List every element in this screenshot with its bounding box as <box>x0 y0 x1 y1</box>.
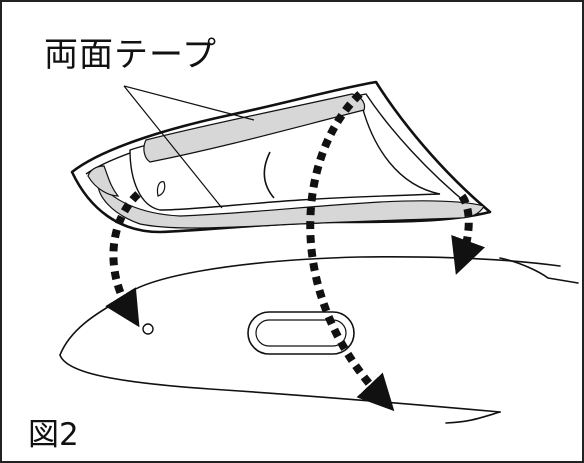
clip-detail <box>156 181 166 197</box>
arrow-right <box>451 193 486 275</box>
tape-strip-upper <box>143 93 366 163</box>
curve-detail <box>263 151 275 199</box>
placement-arrows <box>105 91 486 412</box>
arrow-left <box>105 191 141 328</box>
double-sided-tape <box>87 93 485 229</box>
tape-strip-lower <box>97 178 485 229</box>
door-handle <box>247 311 355 355</box>
tape-label: 両面テープ <box>44 35 217 75</box>
mounting-hole <box>142 323 154 335</box>
leader-lines <box>123 85 255 209</box>
figure-label: 図2 <box>28 417 79 453</box>
arrow-middle <box>306 91 395 412</box>
